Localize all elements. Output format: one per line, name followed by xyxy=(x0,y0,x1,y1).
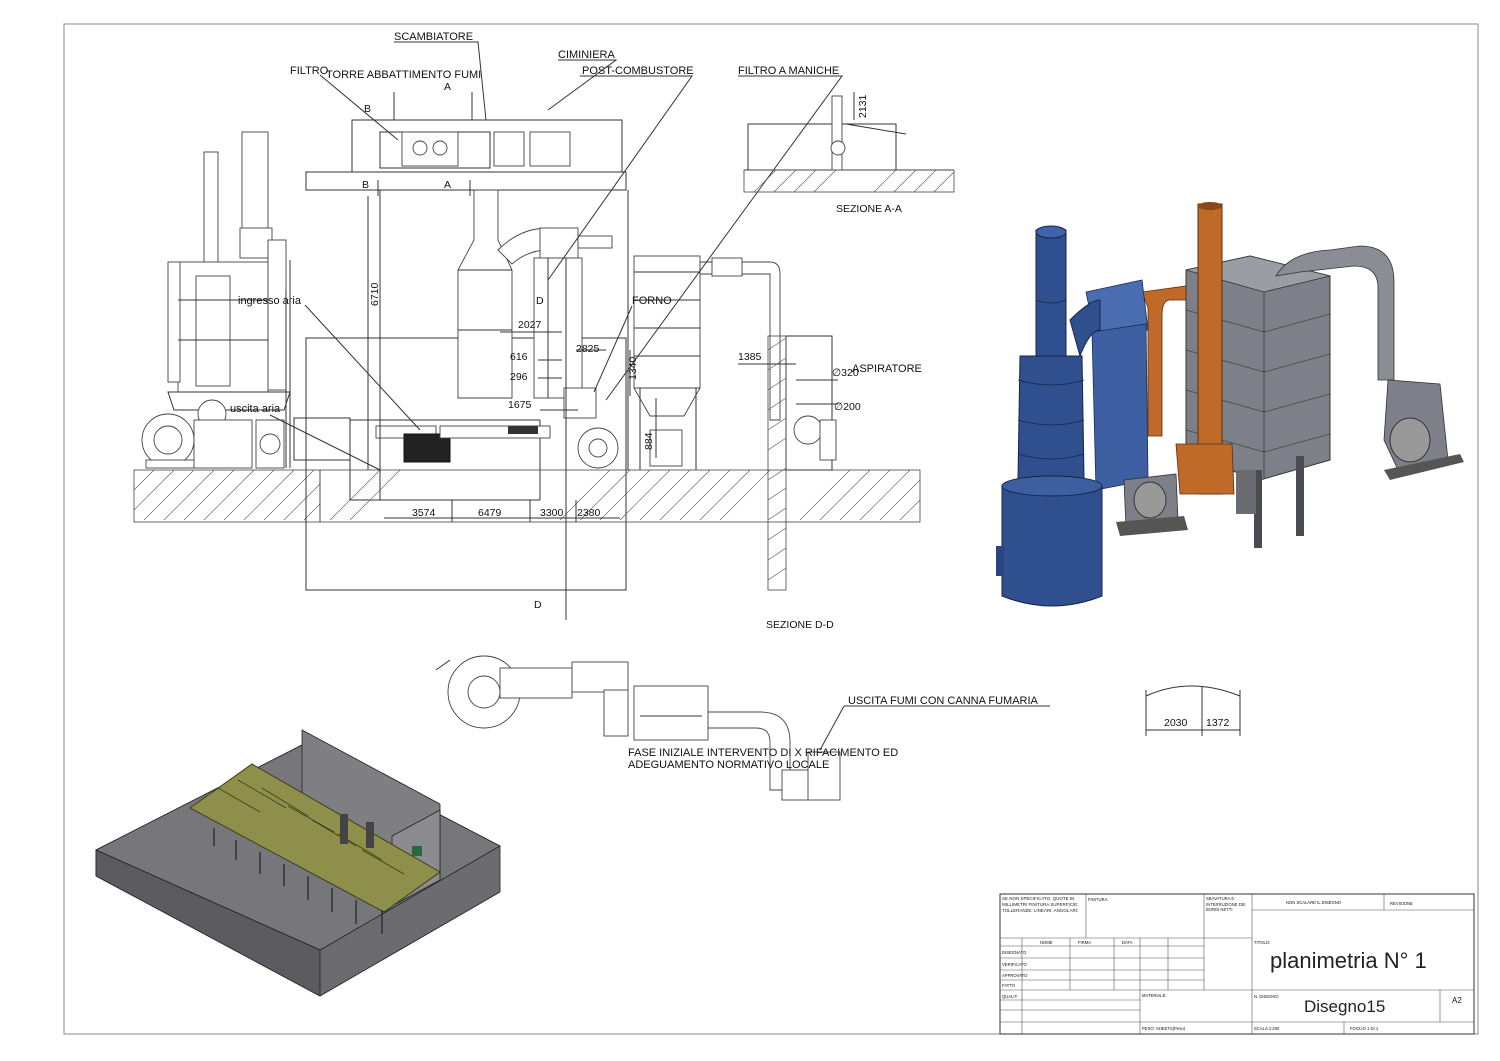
label-ingresso-aria: ingresso aria xyxy=(238,295,302,307)
section-d-d-title: SEZIONE D-D xyxy=(766,619,834,631)
dim-6710: 6710 xyxy=(369,282,381,306)
dim-2825: 2825 xyxy=(576,343,600,355)
dim-6479: 6479 xyxy=(478,507,502,519)
label-ciminiera: CIMINIERA xyxy=(558,49,616,61)
label-aspiratore: ASPIRATORE xyxy=(852,363,922,375)
tb-foglio: FOGLIO 1 DI 1 xyxy=(1350,1026,1379,1031)
label-filtro: FILTRO xyxy=(290,65,329,77)
tb-peso: PESO: SHEETS(Peso) xyxy=(1142,1026,1186,1031)
sheet-format: A2 xyxy=(1452,996,1462,1005)
label-uscita-fumi: USCITA FUMI CON CANNA FUMARIA xyxy=(848,695,1039,707)
dim-1340: 1340 xyxy=(627,356,639,380)
label-fase-line1: FASE INIZIALE INTERVENTO DI X RIFACIMENT… xyxy=(628,747,898,759)
tb-row-approvato: APPROVATO xyxy=(1002,973,1028,978)
tb-scala: SCALA:1:200 xyxy=(1254,1026,1280,1031)
label-uscita-aria: uscita aria xyxy=(230,403,281,415)
tb-col-data: DATA xyxy=(1122,940,1133,945)
label-scambiatore: SCAMBIATORE xyxy=(394,31,473,43)
dim-2027: 2027 xyxy=(518,319,542,331)
tb-general-note: SE NON SPECIFICATO: QUOTE IN MILLIMETRI … xyxy=(1002,896,1079,913)
front-elevation xyxy=(133,131,321,523)
tb-row-verificato: VERIFICATO xyxy=(1002,962,1027,967)
dim-320: ∅320 xyxy=(832,367,859,379)
dim-3574: 3574 xyxy=(412,507,436,519)
tb-non-scalare: NON SCALARE IL DISEGNO xyxy=(1286,900,1342,905)
tb-row-fatto: FATTO xyxy=(1002,983,1016,988)
plant-3d-view xyxy=(996,202,1464,607)
dim-2131: 2131 xyxy=(857,94,869,118)
section-d-d xyxy=(738,335,838,591)
title-block: SE NON SPECIFICATO: QUOTE IN MILLIMETRI … xyxy=(999,893,1475,1035)
drawing-number: Disegno15 xyxy=(1304,997,1385,1016)
section-mark-b-top: B xyxy=(364,103,371,115)
dim-1385: 1385 xyxy=(738,351,762,363)
tb-row-qualita: QUALIT. xyxy=(1002,994,1018,999)
tb-titolo-label: TITOLO: xyxy=(1254,940,1270,945)
dimension-detail xyxy=(1145,685,1241,736)
section-mark-a-bottom: A xyxy=(444,179,451,191)
section-mark-b-bottom: B xyxy=(362,179,369,191)
section-a-a xyxy=(743,92,955,193)
dim-616: 616 xyxy=(510,351,528,363)
tb-n-disegno-label: N. DISEGNO xyxy=(1254,994,1279,999)
section-a-a-title: SEZIONE A-A xyxy=(836,203,902,215)
section-mark-a-top: A xyxy=(444,81,451,93)
dim-296: 296 xyxy=(510,371,528,383)
dim-884: 884 xyxy=(643,432,655,450)
tb-finitura: FINITURA: xyxy=(1088,897,1108,902)
plan-bottom xyxy=(435,655,1050,801)
label-filtro-maniche: FILTRO A MANICHE xyxy=(738,65,839,77)
section-mark-d-bottom: D xyxy=(534,599,542,611)
dim-2030: 2030 xyxy=(1164,717,1188,729)
label-forno: FORNO xyxy=(632,295,672,307)
section-mark-d-top: D xyxy=(536,295,544,307)
plan-section xyxy=(269,41,921,620)
sheet-border xyxy=(63,23,1479,1035)
drawing-title: planimetria N° 1 xyxy=(1270,948,1427,973)
tb-sbavatura: SBAVATURA E INTERRUZIONE DEI BORDI NETTI xyxy=(1206,896,1246,912)
tb-revisione: REVISIONE xyxy=(1390,901,1413,906)
label-post-combustore: POST-COMBUSTORE xyxy=(582,65,694,77)
dim-1372: 1372 xyxy=(1206,717,1230,729)
tb-col-nome: NOME xyxy=(1040,940,1053,945)
tb-col-firma: FIRMA xyxy=(1078,940,1091,945)
dim-3300: 3300 xyxy=(540,507,564,519)
dim-1675: 1675 xyxy=(508,399,532,411)
label-torre: TORRE ABBATTIMENTO FUMI xyxy=(326,69,481,81)
building-3d-view xyxy=(95,729,501,997)
dim-2380: 2380 xyxy=(577,507,601,519)
tb-materiale: MATERIALE: xyxy=(1142,993,1167,998)
dim-200: ∅200 xyxy=(834,401,861,413)
label-fase-line2: ADEGUAMENTO NORMATIVO LOCALE xyxy=(628,759,829,771)
tb-row-disegnato: DISEGNATO xyxy=(1002,950,1027,955)
